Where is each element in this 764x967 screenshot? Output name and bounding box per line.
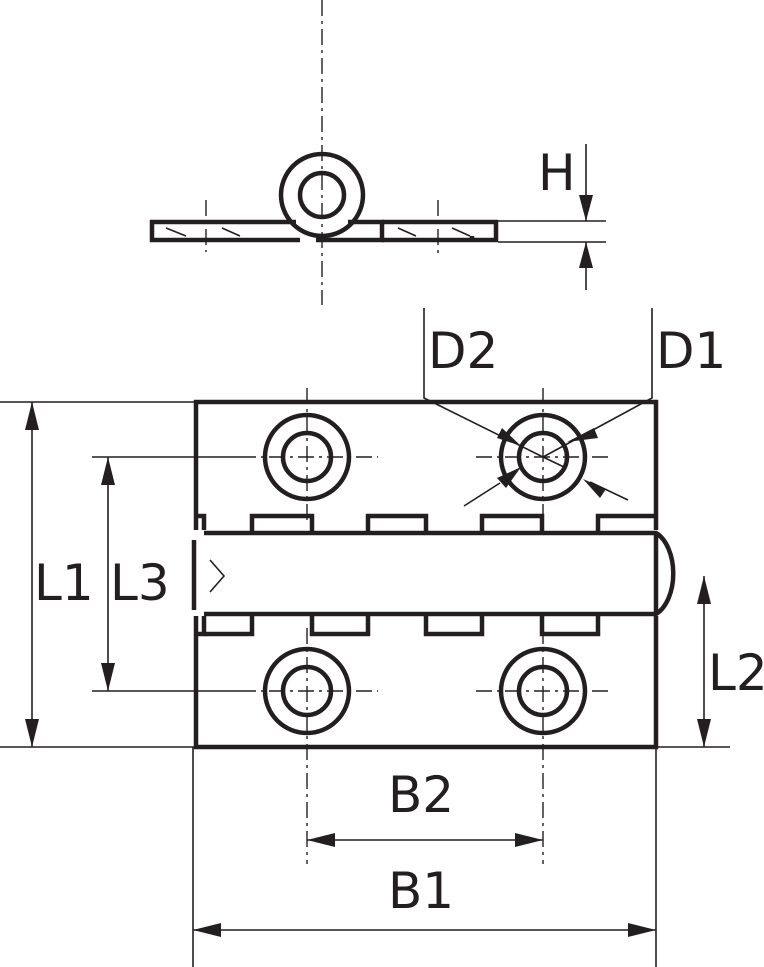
- side-view: H: [149, 0, 606, 305]
- label-d2: D2: [428, 322, 498, 380]
- lower-leaf-outline: [193, 616, 659, 750]
- b1-arrowhead-left: [193, 923, 221, 937]
- dimension-l2: L2: [656, 576, 764, 748]
- knuckle-tab-top-2: [365, 513, 429, 533]
- knuckle-tab-bottom-2: [309, 614, 371, 637]
- d1-arrowhead-upper: [567, 428, 598, 442]
- upper-leaf-outline: [193, 399, 659, 530]
- dimension-l1: L1: [0, 401, 196, 748]
- l1-arrowhead-bottom: [25, 719, 39, 747]
- label-l1: L1: [34, 554, 94, 612]
- l1-arrowhead-top: [25, 402, 39, 430]
- knuckle-inner-roll: [297, 170, 347, 220]
- knuckle-tab-bottom-4: [539, 614, 601, 637]
- dimension-b1: B1: [192, 747, 657, 967]
- l2-arrowhead-top: [697, 576, 711, 604]
- right-countersink-hint: [397, 227, 471, 237]
- b2-arrowhead-left: [307, 833, 335, 847]
- front-view: [191, 388, 676, 864]
- l3-arrowhead-bottom: [101, 663, 115, 691]
- label-b2: B2: [388, 766, 454, 824]
- d1-arrowhead-lower: [583, 479, 606, 498]
- h-arrowhead-bottom: [579, 242, 593, 268]
- dimension-l3: L3: [92, 456, 240, 692]
- b2-arrowhead-right: [515, 833, 543, 847]
- knuckle-outer-roll: [278, 151, 366, 239]
- label-b1: B1: [388, 862, 454, 920]
- knuckle-tab-top-1: [249, 513, 315, 533]
- left-countersink-hint: [165, 227, 241, 237]
- dimension-d1: D1: [542, 308, 726, 501]
- pin-head-chamfer: [209, 559, 226, 593]
- label-l3: L3: [110, 554, 170, 612]
- d2-arrowhead-lower: [497, 467, 521, 488]
- l3-arrowhead-top: [101, 457, 115, 485]
- label-l2: L2: [708, 644, 764, 702]
- knuckle-tab-bottom-1: [204, 614, 255, 637]
- h-arrowhead-top: [579, 195, 593, 221]
- l2-arrowhead-bottom: [697, 719, 711, 747]
- right-leaf-profile: [382, 219, 499, 243]
- knuckle-tab-top-4: [595, 513, 656, 533]
- d2-arrowhead-upper: [497, 428, 521, 446]
- left-leaf-profile: [149, 219, 385, 243]
- label-d1: D1: [656, 322, 726, 380]
- dimension-b2: B2: [307, 766, 543, 847]
- left-notch-upper: [196, 513, 207, 530]
- pin-barrel: [204, 530, 676, 617]
- b1-arrowhead-right: [628, 923, 656, 937]
- label-h: H: [538, 144, 576, 202]
- knuckle-tab-bottom-3: [423, 614, 485, 637]
- dimension-d2: D2: [423, 308, 565, 507]
- knuckle-tab-top-3: [479, 513, 545, 533]
